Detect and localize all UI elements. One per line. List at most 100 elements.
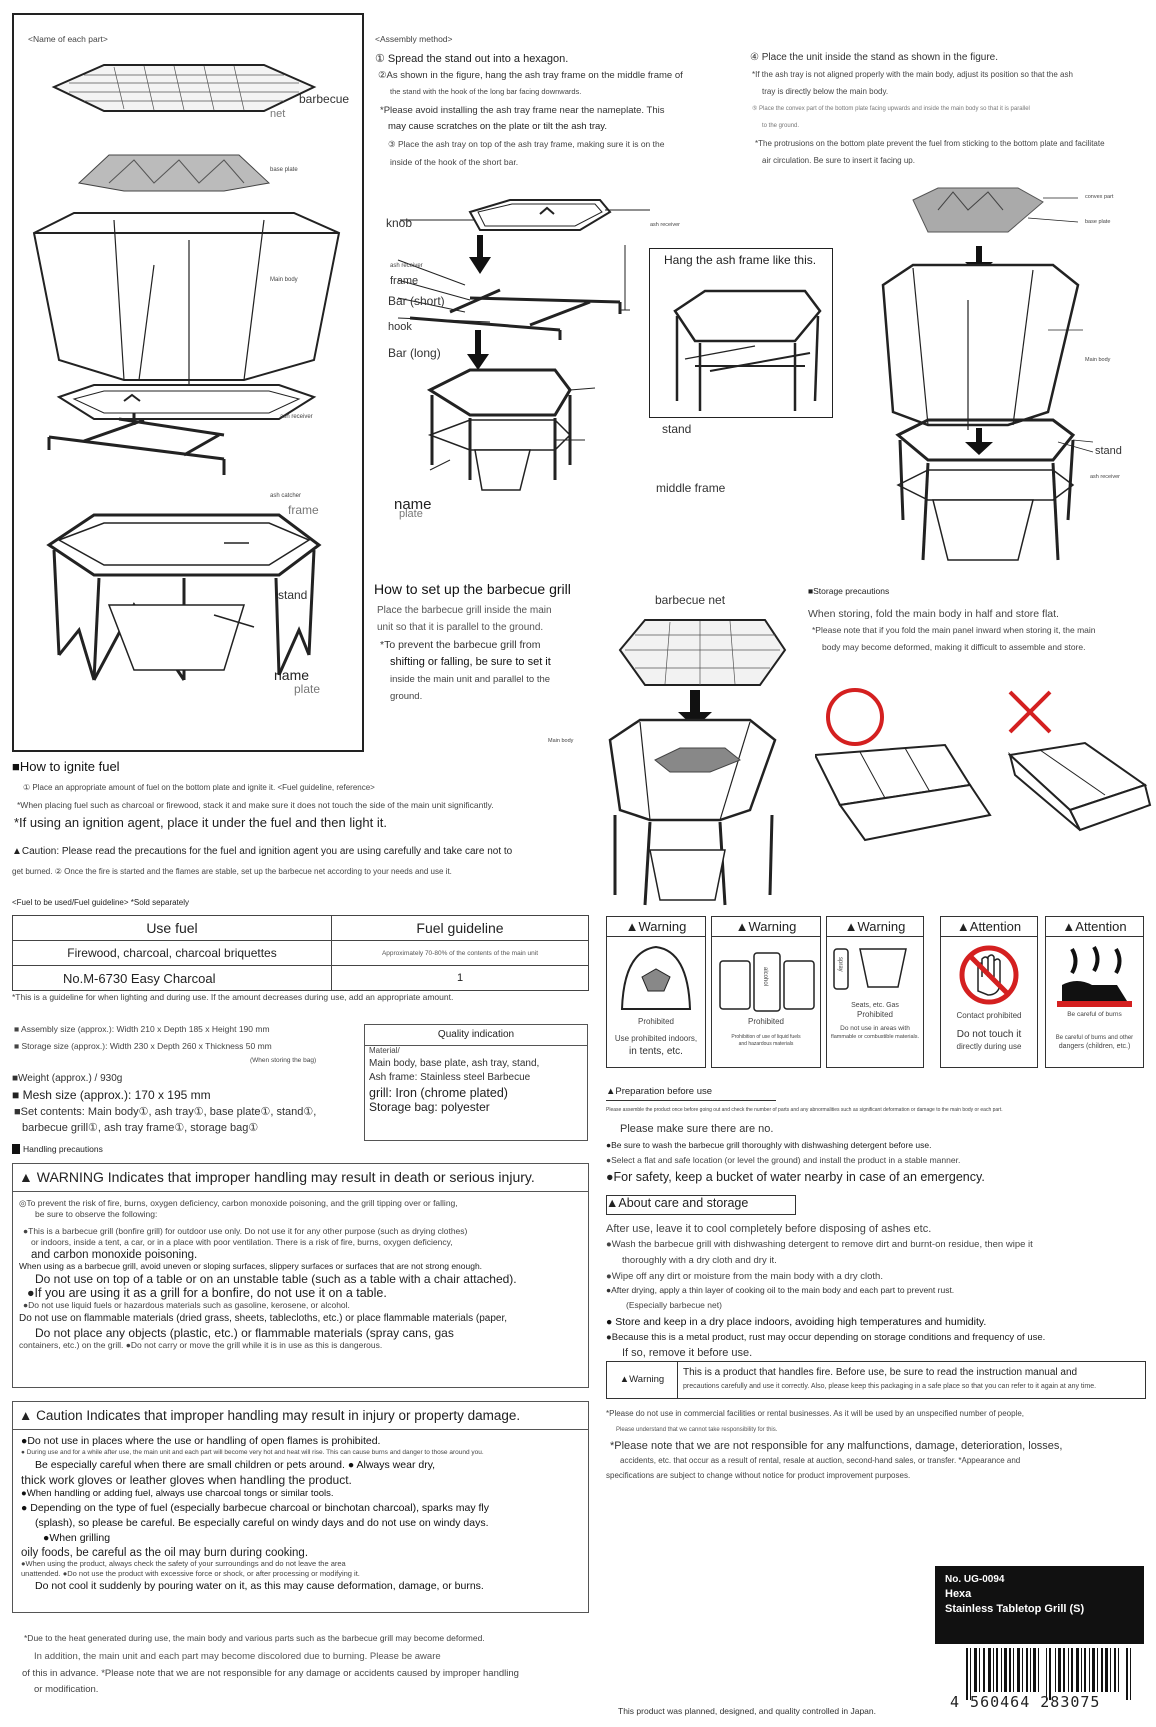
barcode-digits: 4 560464 283075 bbox=[950, 1693, 1101, 1711]
assembly-step-4b: tray is directly below the main body. bbox=[762, 87, 889, 96]
asm-label-bar-long: Bar (long) bbox=[388, 346, 441, 360]
caution-line-9: oily foods, be careful as the oil may bu… bbox=[21, 1546, 309, 1559]
setup-line-1: Place the barbecue grill inside the main bbox=[377, 605, 552, 616]
product-number: No. UG-0094 bbox=[945, 1574, 1005, 1585]
assembly-step-2c: *Please avoid installing the ash tray fr… bbox=[380, 105, 665, 116]
icon-panel-4-heading: ▲Attention bbox=[941, 917, 1037, 937]
liquid-fuel-prohibited-icon bbox=[719, 952, 815, 1012]
icon-panel-4-text-1: Do not touch it bbox=[956, 1028, 1022, 1040]
assembly-step-5a: ⑤ Place the convex part of the bottom pl… bbox=[752, 106, 1030, 112]
prep-line-3: ●Select a flat and safe location (or lev… bbox=[606, 1155, 961, 1165]
warning-line-11: Do not place any objects (plastic, etc.)… bbox=[35, 1326, 454, 1341]
part-label-net: net bbox=[270, 108, 286, 120]
care-line-3: thoroughly with a dry cloth and dry it. bbox=[622, 1255, 777, 1266]
icon-panel-3-spray: spray bbox=[837, 957, 844, 972]
icon-panel-1-text-1: Use prohibited indoors, bbox=[614, 1033, 698, 1043]
ignite-line-2: *When placing fuel such as charcoal or f… bbox=[17, 800, 494, 810]
care-line-6: (Especially barbecue net) bbox=[626, 1300, 722, 1310]
warning-box: ▲ WARNING Indicates that improper handli… bbox=[12, 1163, 589, 1388]
caution-line-8: ●When grilling bbox=[43, 1532, 111, 1545]
warning-line-7: Do not use on top of a table or on an un… bbox=[35, 1272, 517, 1287]
part-label-ashcatcher: ash catcher bbox=[270, 493, 302, 499]
prep-underline bbox=[606, 1100, 776, 1101]
icon-panel-3-text-2: flammable or combustible materials. bbox=[830, 1034, 920, 1040]
care-line-1: After use, leave it to cool completely b… bbox=[606, 1223, 932, 1235]
notes-line-1: *Please do not use in commercial facilit… bbox=[606, 1409, 1025, 1418]
product-name-2: Stainless Tabletop Grill (S) bbox=[945, 1603, 1085, 1615]
warning-line-10: Do not use on flammable materials (dried… bbox=[19, 1312, 507, 1324]
product-label: No. UG-0094 Hexa Stainless Tabletop Gril… bbox=[935, 1566, 1144, 1644]
assembly-step-3b: inside of the hook of the short bar. bbox=[390, 157, 519, 167]
asm-label-knob: knob bbox=[386, 216, 413, 230]
setup-line-2: unit so that it is parallel to the groun… bbox=[377, 622, 544, 633]
warning-line-6: When using as a barbecue grill, avoid un… bbox=[19, 1260, 483, 1271]
icon-panel-1: ▲Warning Prohibited Use prohibited indoo… bbox=[606, 916, 706, 1068]
setup-label-mainbody: Main body bbox=[548, 738, 574, 744]
spec-storage-size: ■ Storage size (approx.): Width 230 x De… bbox=[14, 1041, 272, 1051]
tent-prohibited-icon bbox=[620, 945, 692, 1010]
icon-panel-2: ▲Warning alcohol Prohibited Prohibition … bbox=[711, 916, 821, 1068]
part-label-stand: stand bbox=[278, 588, 308, 602]
ignite-line-1: ① Place an appropriate amount of fuel on… bbox=[23, 783, 375, 792]
quality-line-2: Ash frame: Stainless steel Barbecue bbox=[369, 1072, 531, 1084]
ignite-heading: ■How to ignite fuel bbox=[12, 759, 120, 774]
part-label-name: name bbox=[274, 667, 310, 683]
quality-heading: Quality indication bbox=[365, 1025, 587, 1046]
fuel-col-use: Use fuel bbox=[12, 915, 332, 941]
prep-heading: ▲Preparation before use bbox=[606, 1086, 713, 1097]
fire-warning-label: ▲Warning bbox=[607, 1362, 678, 1398]
care-line-7: ● Store and keep in a dry place indoors,… bbox=[606, 1316, 987, 1328]
warning-line-5: and carbon monoxide poisoning. bbox=[31, 1248, 198, 1261]
icon-panel-2-text-2: and hazardous materials bbox=[738, 1040, 794, 1047]
warning-line-4: or indoors, inside a tent, a car, or in … bbox=[31, 1237, 453, 1248]
icon-panel-5-text-2: dangers (children, etc.) bbox=[1058, 1042, 1131, 1050]
asm-label-mainbody: Main body bbox=[1085, 357, 1111, 363]
icon-panel-2-alcohol: alcohol bbox=[762, 967, 769, 987]
icon-panel-5-heading: ▲Attention bbox=[1046, 917, 1143, 937]
care-heading: ▲About care and storage bbox=[606, 1196, 749, 1210]
notes-line-4: accidents, etc. that occur as a result o… bbox=[620, 1456, 1021, 1465]
notes-line-2: Please understand that we cannot take re… bbox=[616, 1427, 778, 1433]
asm-label-stand-2: stand bbox=[1095, 445, 1122, 457]
parts-heading: <Name of each part> bbox=[28, 34, 108, 44]
fire-warning-line-1: This is a product that handles fire. Bef… bbox=[683, 1367, 1078, 1378]
warning-line-2: be sure to observe the following: bbox=[35, 1209, 158, 1220]
prep-line-1: Please make sure there are no. bbox=[620, 1123, 774, 1135]
icon-panel-3: ▲Warning spray Seats, etc. Gas Prohibite… bbox=[826, 916, 924, 1068]
asm-label-ashreceiver-3: ash receiver bbox=[1090, 474, 1120, 480]
spec-assembly-size: ■ Assembly size (approx.): Width 210 x D… bbox=[14, 1024, 270, 1034]
assembly-illustration bbox=[397, 199, 650, 491]
asm-label-frame: frame bbox=[390, 275, 419, 287]
setup-line-4: shifting or falling, be sure to set it bbox=[390, 656, 551, 668]
caution-line-7: (splash), so please be careful. Be espec… bbox=[35, 1517, 489, 1530]
footnote-line-1: *Due to the heat generated during use, t… bbox=[24, 1633, 485, 1643]
hot-surface-icon bbox=[1057, 945, 1132, 1007]
icon-panel-5: ▲Attention Be careful of burns Be carefu… bbox=[1045, 916, 1144, 1068]
flammable-prohibited-icon bbox=[833, 948, 907, 990]
caution-line-11: unattended. ●Do not use the product with… bbox=[21, 1568, 360, 1578]
caution-line-4: thick work gloves or leather gloves when… bbox=[21, 1473, 352, 1488]
part-label-ashreceiver: ash receiver bbox=[280, 414, 313, 420]
fire-warning-line-2: precautions carefully and use it correct… bbox=[683, 1383, 1097, 1390]
asm-label-name: name bbox=[394, 496, 432, 513]
caution-line-1: ●Do not use in places where the use or h… bbox=[21, 1435, 381, 1447]
fuel-heading: <Fuel to be used/Fuel guideline> *Sold s… bbox=[12, 898, 190, 907]
icon-panel-3-text-1: Do not use in areas with bbox=[840, 1025, 910, 1033]
spec-set-2: barbecue grill①, ash tray frame①, storag… bbox=[22, 1122, 259, 1134]
notes-line-5: specifications are subject to change wit… bbox=[606, 1471, 911, 1480]
asm-label-hook: hook bbox=[388, 321, 412, 333]
asm-label-plate: plate bbox=[399, 508, 423, 520]
setup-line-3: *To prevent the barbecue grill from bbox=[380, 639, 541, 651]
caution-line-3: Be especially careful when there are sma… bbox=[35, 1458, 436, 1471]
caution-line-12: Do not cool it suddenly by pouring water… bbox=[35, 1579, 484, 1592]
footnote-line-2: In addition, the main unit and each part… bbox=[34, 1651, 441, 1662]
quality-line-1: Main body, base plate, ash tray, stand, bbox=[369, 1057, 540, 1069]
assembly-step-5d: air circulation. Be sure to insert it fa… bbox=[762, 156, 915, 165]
asm-label-middle-frame: middle frame bbox=[656, 481, 726, 495]
care-line-9: If so, remove it before use. bbox=[622, 1347, 753, 1359]
prep-line-4: ●For safety, keep a bucket of water near… bbox=[606, 1170, 985, 1184]
icon-panel-4-text-2: directly during use bbox=[956, 1042, 1022, 1052]
part-label-plate: plate bbox=[294, 682, 321, 696]
step4-illustration bbox=[881, 187, 1094, 561]
notes-line-3: *Please note that we are not responsible… bbox=[610, 1440, 1063, 1452]
